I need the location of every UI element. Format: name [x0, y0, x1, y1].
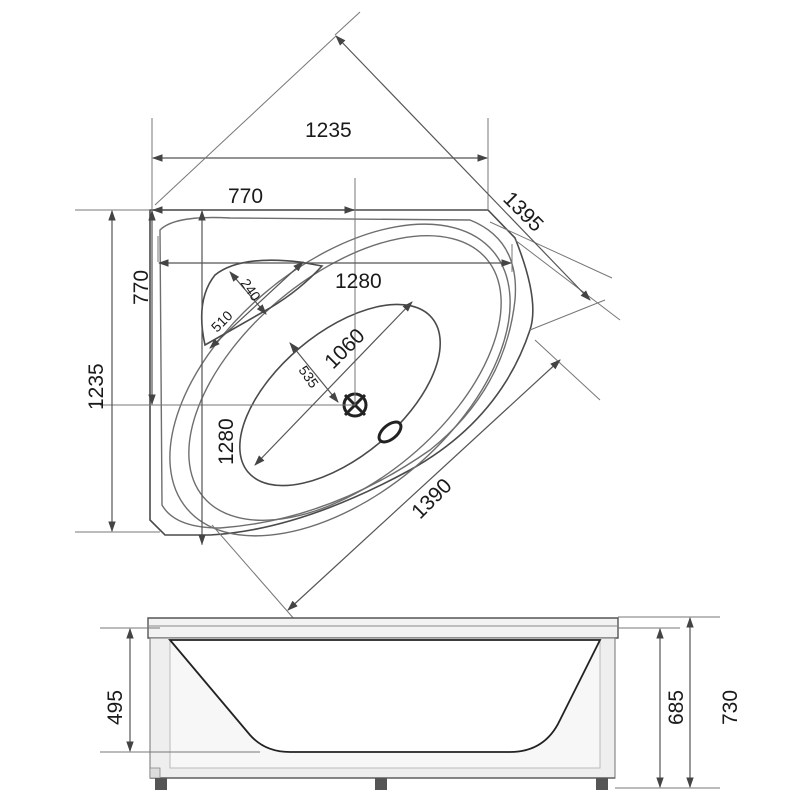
label-seat-outer: 240: [238, 276, 265, 304]
label-left-half: 770: [130, 270, 153, 305]
label-basin-length: 1060: [320, 324, 369, 373]
top-view: [149, 209, 534, 537]
overflow-icon: [377, 420, 403, 444]
label-seat-inner: 510: [208, 307, 236, 335]
dimension-lines: [108, 35, 591, 611]
label-inner-width: 1280: [335, 270, 382, 293]
dim-line-basin-width: [289, 342, 339, 403]
label-left-full: 1235: [85, 363, 108, 410]
label-depth: 495: [104, 690, 127, 725]
label-height-rim: 685: [665, 690, 688, 725]
label-top-half: 770: [228, 185, 263, 208]
dim-line-diag-front: [287, 359, 561, 611]
tub-bowl-outer: [169, 223, 511, 537]
dim-line-diag-outer: [335, 35, 591, 301]
label-height-total: 730: [719, 690, 742, 725]
label-basin-width: 535: [296, 363, 323, 391]
dim-line-seat-inner: [209, 261, 304, 349]
tub-rim-side: [147, 617, 619, 639]
tub-rim-line: [159, 216, 517, 529]
label-top-width: 1235: [305, 119, 352, 142]
label-diag-front: 1390: [407, 474, 456, 523]
tub-bowl-mid: [188, 235, 502, 521]
label-inner-height: 1280: [215, 418, 238, 465]
tub-bowl-profile: [168, 639, 602, 753]
side-view: [147, 617, 619, 790]
tub-legs: [155, 778, 608, 790]
